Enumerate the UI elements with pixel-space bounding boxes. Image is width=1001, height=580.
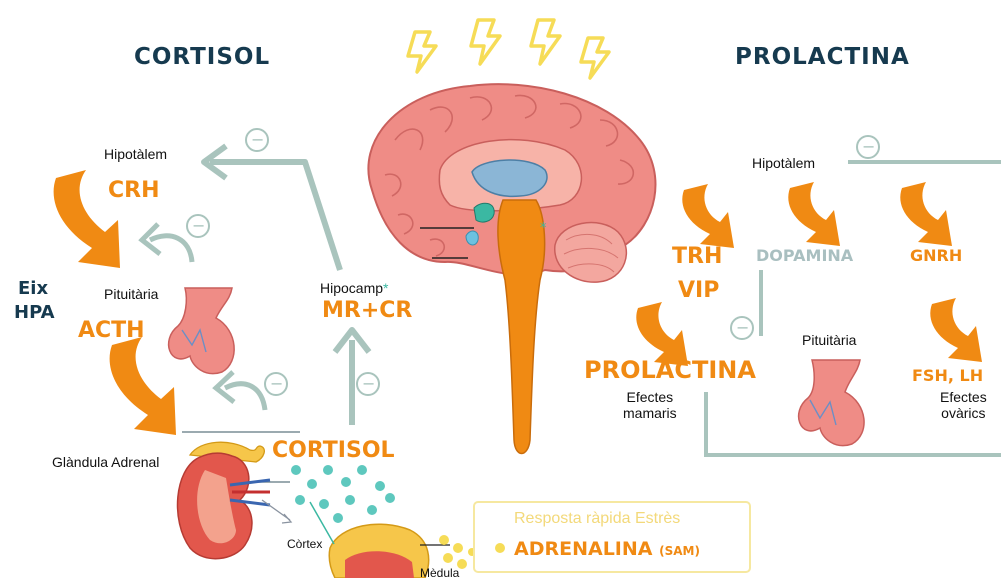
inhibit-symbol: −: [270, 374, 283, 393]
adrenaline-text: ADRENALINA: [514, 538, 652, 560]
cortisol-title: CORTISOL: [134, 44, 270, 70]
hippocampus-label: Hipocamp*: [320, 280, 388, 296]
inhibit-symbol: −: [736, 318, 749, 337]
breast-effects-line1: Efectes: [623, 389, 677, 405]
ovarian-effects-line1: Efectes: [940, 389, 987, 405]
inhibit-symbol: −: [862, 137, 875, 156]
vip-label: VIP: [678, 278, 719, 303]
svg-text:*: *: [540, 221, 547, 236]
adrenal-gland-label: Glàndula Adrenal: [52, 454, 159, 470]
sam-label: (SAM): [659, 544, 700, 558]
acth-label: ACTH: [78, 318, 145, 343]
crh-label: CRH: [108, 178, 160, 203]
adrenaline-molecule-dots: [439, 535, 476, 569]
stress-response-title: Resposta ràpida Estrès: [514, 510, 680, 528]
pituitary-illustration-right: [799, 360, 864, 446]
trh-label: TRH: [672, 244, 722, 269]
hippocampus-asterisk: *: [383, 280, 388, 296]
hpa-axis-label-line2: HPA: [14, 302, 55, 323]
lightning-icon: [581, 38, 609, 78]
hippocampus-text: Hipocamp: [320, 280, 383, 296]
hpa-axis-label-line1: Eix: [18, 278, 48, 299]
hypothalamus-label-left: Hipotàlem: [104, 146, 167, 162]
lightning-icons: [408, 20, 609, 78]
cortisol-label: CORTISOL: [272, 438, 395, 463]
adrenaline-label: ADRENALINA (SAM): [514, 538, 700, 560]
prolactin-title: PROLACTINA: [735, 44, 910, 70]
fsh-lh-label: FSH, LH: [912, 366, 983, 385]
pituitary-illustration-left: [169, 288, 235, 374]
hypothalamus-label-right: Hipotàlem: [752, 155, 815, 171]
pituitary-label-left: Pituitària: [104, 286, 158, 302]
prolactin-label: PROLACTINA: [584, 356, 756, 384]
hippocampus-to-hypothalamus-arrow: [204, 146, 340, 270]
lightning-icon: [471, 20, 500, 64]
dopamine-label: DOPAMINA: [756, 246, 853, 265]
inhibit-symbol: −: [192, 216, 205, 235]
gnrh-label: GNRH: [910, 246, 962, 265]
orange-flow-arrows-left: [54, 170, 176, 435]
brain-illustration: *: [368, 84, 655, 453]
cortisol-molecule-dots: [291, 465, 395, 523]
inhibit-symbol: −: [251, 130, 264, 149]
mr-cr-label: MR+CR: [322, 298, 412, 323]
inhibit-symbol: −: [362, 374, 375, 393]
ovarian-effects-line2: ovàrics: [940, 405, 987, 421]
breast-effects-line2: mamaris: [623, 405, 677, 421]
cortex-label: Còrtex: [287, 537, 322, 551]
lightning-icon: [531, 20, 560, 64]
pituitary-label-right: Pituitària: [802, 332, 856, 348]
lightning-icon: [408, 32, 436, 72]
